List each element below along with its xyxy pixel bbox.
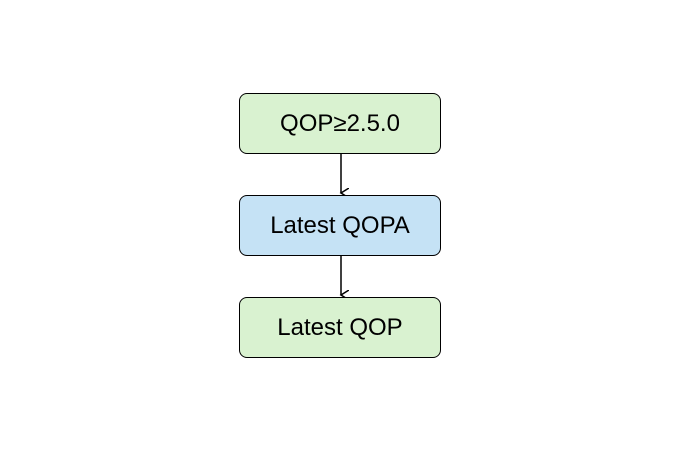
node-latest-qop: Latest QOP <box>239 297 441 358</box>
node-qop-version-label: QOP≥2.5.0 <box>280 109 400 137</box>
node-latest-qopa-label: Latest QOPA <box>270 211 410 239</box>
node-latest-qop-label: Latest QOP <box>277 313 403 341</box>
node-latest-qopa: Latest QOPA <box>239 195 441 256</box>
node-qop-version: QOP≥2.5.0 <box>239 93 441 154</box>
